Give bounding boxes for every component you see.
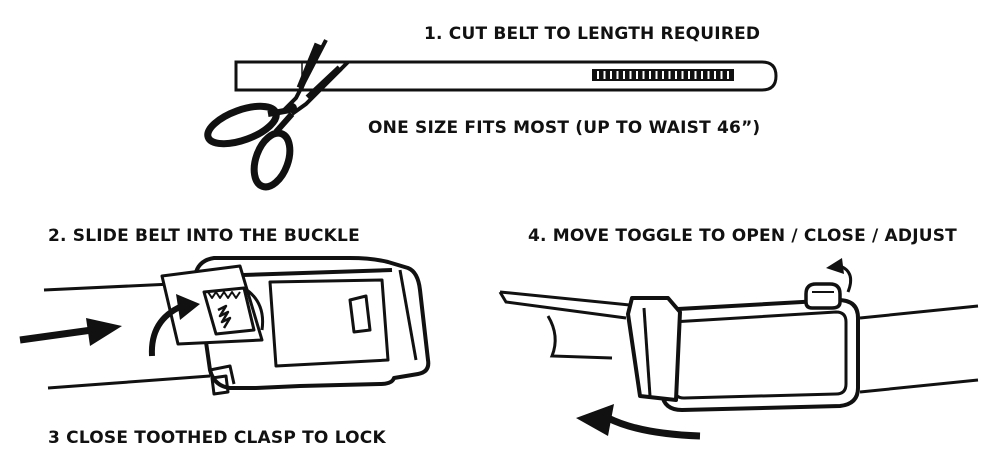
curved-arrow-icon bbox=[148, 294, 200, 357]
buckle-plate-icon bbox=[626, 296, 860, 412]
step-1-instruction: 1. CUT BELT TO LENGTH REQUIRED bbox=[424, 24, 761, 44]
belt-right-strap-icon bbox=[498, 290, 979, 394]
toggle-icon bbox=[804, 282, 842, 310]
step-4-instruction: 4. MOVE TOGGLE TO OPEN / CLOSE / ADJUST bbox=[528, 226, 957, 246]
ratchet-track-icon bbox=[592, 69, 734, 81]
step-3-instruction: 3 CLOSE TOOTHED CLASP TO LOCK bbox=[48, 428, 386, 448]
belt-left-strap-icon bbox=[43, 282, 211, 390]
step-2-instruction: 2. SLIDE BELT INTO THE BUCKLE bbox=[48, 226, 360, 246]
size-note: ONE SIZE FITS MOST (UP TO WAIST 46”) bbox=[368, 118, 761, 138]
arrow-right-icon bbox=[19, 318, 122, 346]
toggle-arrow-icon bbox=[826, 258, 853, 293]
toothed-clasp-icon bbox=[160, 264, 265, 346]
scissors-icon bbox=[204, 39, 350, 191]
arrow-left-icon bbox=[576, 404, 701, 440]
buckle-icon bbox=[194, 256, 431, 396]
